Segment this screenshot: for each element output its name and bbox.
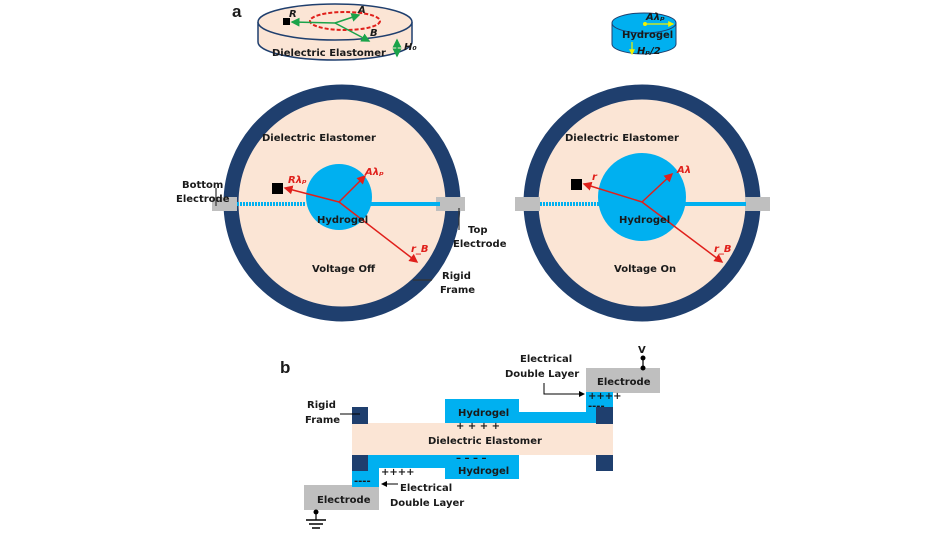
bottom-electrode [515,197,540,211]
state-label: Voltage Off [312,264,376,275]
top-electrode [436,197,465,211]
label-r: r [592,172,598,183]
rigid-frame-label2: Frame [440,285,475,296]
label-B: B [370,28,378,39]
label-height: Hₚ/2 [637,46,661,57]
plus-charges: + + + + [456,421,500,432]
label-rb: r_B [411,244,429,255]
label-radius: Aλₚ [645,12,665,23]
rigid-frame-block [352,407,368,424]
rigid-frame-label: Rigid [307,400,336,411]
voltage-label: V [638,345,646,356]
voltage-on-diagram: Dielectric Elastomer Hydrogel Voltage On… [515,84,770,322]
edl-plus-bottom: ++++ [381,467,415,478]
label-a: Aλₚ [364,167,384,178]
label-R: R [289,9,297,20]
bottom-electrode [304,485,379,510]
bottom-electrode-label2: Electrode [176,194,230,205]
rigid-frame-label: Rigid [442,271,471,282]
point-marker [283,18,290,25]
cross-section-diagram: Dielectric Elastomer Hydrogel Hydrogel +… [304,345,660,529]
rigid-frame-block [596,455,613,471]
label-H0: H₀ [404,42,417,53]
voltage-terminal-icon [640,355,646,371]
electrode-bottom-label: Electrode [317,495,371,506]
edl-bottom-label: Electrical [400,483,452,494]
top-electrode [586,368,660,393]
hydrogel-cylinder: Aλₚ Hydrogel Hₚ/2 [611,12,677,57]
panel-a-label: a [232,2,242,21]
top-hydrogel [445,392,613,424]
edl-minus-top: ---- [588,401,605,412]
electrode-top-label: Electrode [597,377,651,388]
hydrogel-bottom-label: Hydrogel [458,466,509,477]
hydrogel-circle [598,153,686,241]
point-marker [571,179,582,190]
bottom-electrode-label: Bottom [182,180,223,191]
voltage-off-diagram: Dielectric Elastomer Hydrogel Voltage Of… [176,84,507,322]
minus-charges: – – – – [456,453,486,464]
rigid-frame-block [352,455,368,471]
edl-bottom-label2: Double Layer [390,498,464,509]
edl-top-label2: Double Layer [505,369,579,380]
top-electrode-label2: Electrode [453,239,507,250]
hydrogel-label: Hydrogel [619,215,670,226]
label-rb: r_B [714,244,732,255]
top-electrode [745,197,770,211]
label-r: Rλₚ [288,175,307,186]
edl-plus-top: ++++ [588,391,622,402]
label-a: Aλ [676,165,691,176]
hydrogel-top-label: Hydrogel [458,408,509,419]
rigid-frame-block [596,407,613,424]
state-label: Voltage On [614,264,676,275]
bottom-hydrogel [352,455,519,487]
hydrogel-label: Hydrogel [317,215,368,226]
elastomer-label: Dielectric Elastomer [428,436,542,447]
edl-minus-bottom: ---- [354,476,371,487]
elastomer-label: Dielectric Elastomer [565,133,679,144]
rigid-frame-label2: Frame [305,415,340,426]
edl-top-label: Electrical [520,354,572,365]
disc-label: Dielectric Elastomer [272,48,386,59]
bottom-electrode [212,197,237,211]
point-marker [272,183,283,194]
elastomer-disc: R A B H₀ Dielectric Elastomer [257,3,417,61]
gel-label: Hydrogel [622,30,673,41]
label-A: A [357,5,366,16]
ground-icon [306,509,326,529]
top-electrode-label: Top [468,225,488,236]
panel-b-label: b [280,358,290,377]
elastomer-label: Dielectric Elastomer [262,133,376,144]
elastomer-layer [352,423,613,455]
hydrogel-circle [306,164,372,230]
